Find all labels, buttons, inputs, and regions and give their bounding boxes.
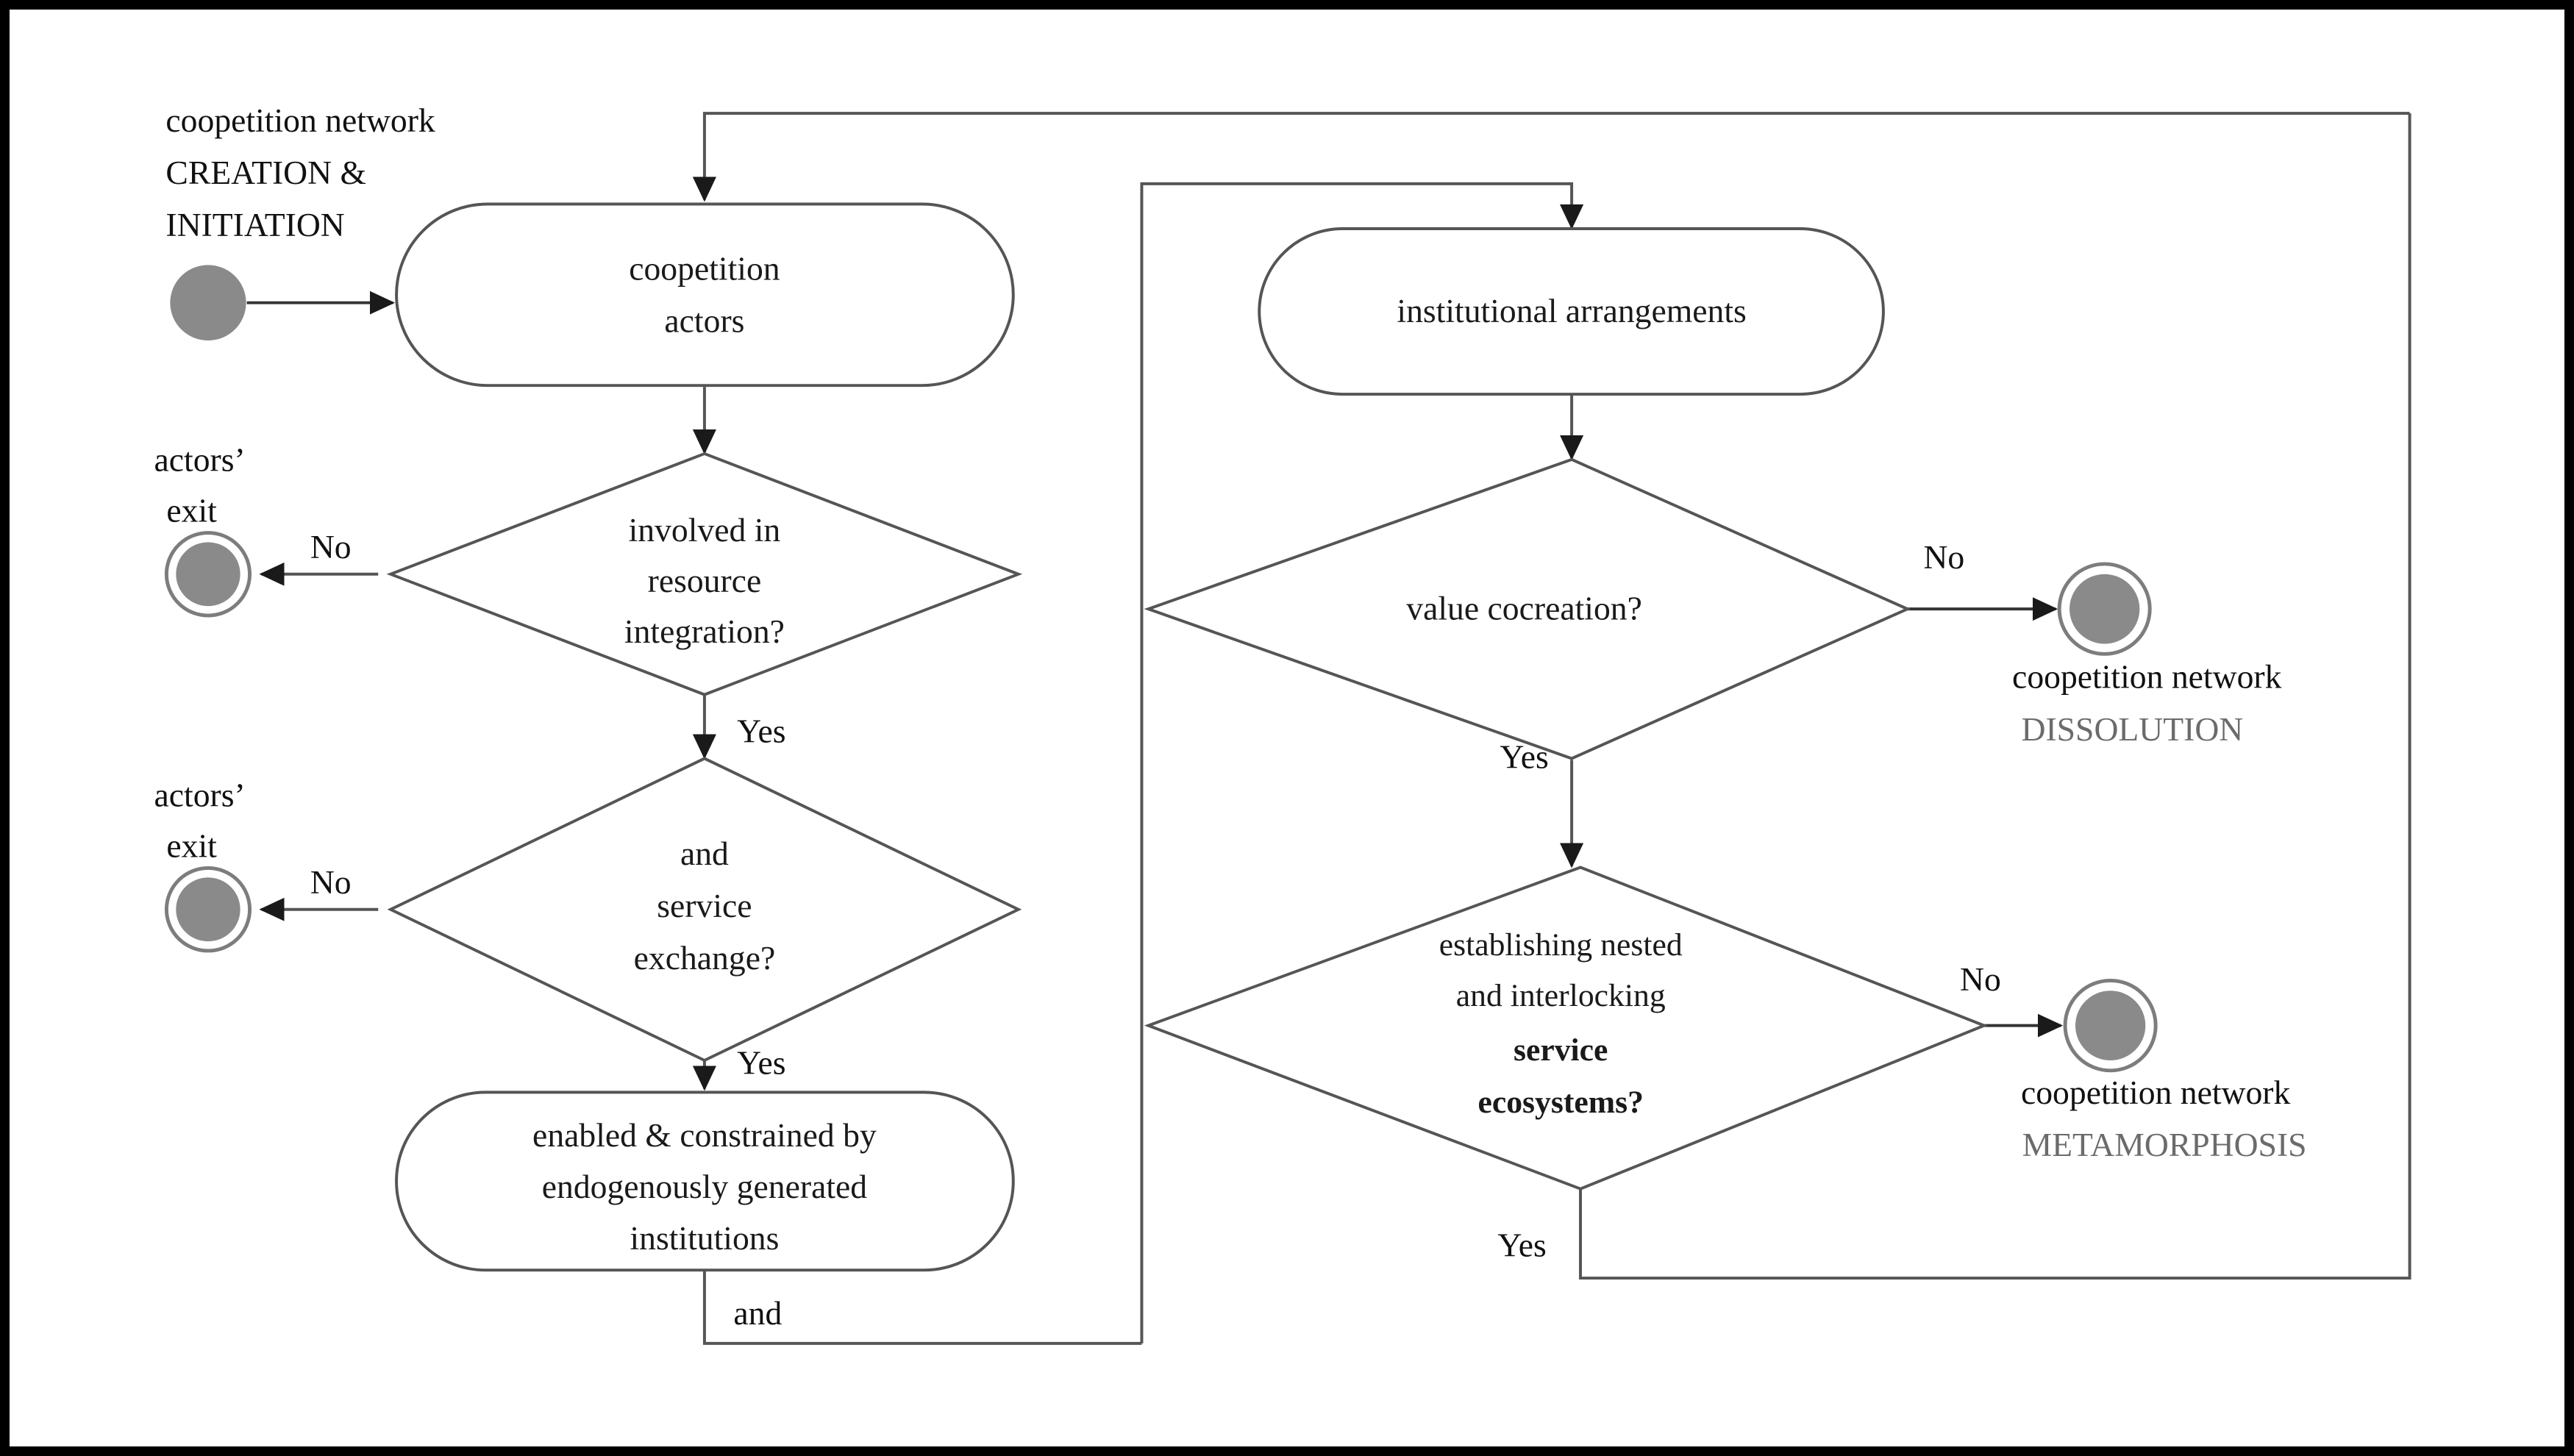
edge-label-and: and [733, 1294, 782, 1332]
metamorphosis-line1: coopetition network [2021, 1074, 2291, 1111]
dissolution-line2: DISSOLUTION [2022, 710, 2244, 748]
decision-service-ecosystems-line1: establishing nested [1439, 927, 1683, 963]
edge-label-no-resource-integration: No [310, 528, 352, 565]
decision-service-ecosystems-line3: service [1514, 1032, 1608, 1068]
decision-value-cocreation[interactable] [1144, 457, 1911, 760]
edge-label-yes-resource-integration: Yes [737, 713, 785, 750]
decision-service-exchange[interactable] [387, 757, 1022, 1063]
actors-exit-1-ring-icon [164, 531, 252, 618]
actors-exit-2-line1: actors’ [154, 777, 246, 814]
flowchart-svg: coopetition network CREATION & INITIATIO… [154, 101, 2411, 1345]
activity-institutions-line3: institutions [630, 1219, 779, 1257]
actors-exit-2-line2: exit [166, 827, 217, 865]
dissolution-ring-icon [2057, 562, 2152, 656]
edge-and-rail-bottom [702, 1268, 1142, 1345]
start-caption-line2: CREATION & [165, 154, 366, 191]
dissolution-line1: coopetition network [2012, 658, 2282, 696]
activity-institutions-line2: endogenously generated [542, 1168, 868, 1205]
activity-institutional-arrangements[interactable] [1258, 227, 1885, 396]
decision-service-ecosystems-line2: and interlocking [1456, 978, 1666, 1013]
activity-institutional-arrangements-line1: institutional arrangements [1397, 292, 1746, 329]
activity-coopetition-actors[interactable] [395, 202, 1015, 388]
edge-label-no-service-exchange: No [310, 863, 352, 901]
decision-value-cocreation-line1: value cocreation? [1406, 590, 1642, 627]
decision-resource-integration[interactable] [386, 452, 1023, 696]
metamorphosis-icon [2075, 991, 2146, 1060]
edge-label-yes-service-exchange: Yes [737, 1044, 785, 1082]
decision-service-exchange-line3: exchange? [634, 939, 776, 977]
edge-label-no-value-cocreation: No [1923, 538, 1964, 576]
decision-resource-integration-line3: integration? [624, 613, 785, 650]
edge-feedback-top-rail [692, 112, 2410, 202]
actors-exit-2-icon [176, 877, 240, 942]
decision-service-ecosystems-line4: ecosystems? [1477, 1085, 1643, 1120]
actors-exit-1-line2: exit [166, 492, 217, 529]
edge-yes-feedback-loop [1579, 113, 2411, 1280]
edge-label-yes-service-ecosystems: Yes [1497, 1227, 1546, 1264]
decision-resource-integration-line1: involved in [629, 511, 781, 549]
decision-service-ecosystems[interactable] [1144, 866, 1989, 1191]
activity-coopetition-actors-line1: coopetition [629, 250, 780, 288]
actors-exit-1-line1: actors’ [154, 441, 246, 479]
metamorphosis-line2: METAMORPHOSIS [2022, 1126, 2307, 1163]
actors-exit-1-icon [176, 542, 240, 607]
edge-label-no-service-ecosystems: No [1960, 960, 2001, 998]
decision-service-exchange-line2: service [657, 887, 752, 924]
decision-resource-integration-line2: resource [648, 562, 762, 599]
start-caption-line3: INITIATION [165, 206, 344, 243]
activity-coopetition-actors-line2: actors [664, 302, 744, 340]
decision-service-exchange-line1: and [680, 835, 729, 872]
start-caption-line1: coopetition network [165, 101, 435, 139]
actors-exit-2-ring-icon [164, 866, 252, 953]
edge-label-yes-value-cocreation: Yes [1500, 738, 1548, 775]
start-state-icon [170, 265, 246, 341]
metamorphosis-ring-icon [2063, 978, 2158, 1073]
activity-institutions[interactable] [395, 1091, 1015, 1272]
dissolution-icon [2069, 574, 2140, 644]
edge-rail-to-institutional-arrangements [1140, 182, 1584, 1343]
activity-institutions-line1: enabled & constrained by [532, 1116, 877, 1154]
